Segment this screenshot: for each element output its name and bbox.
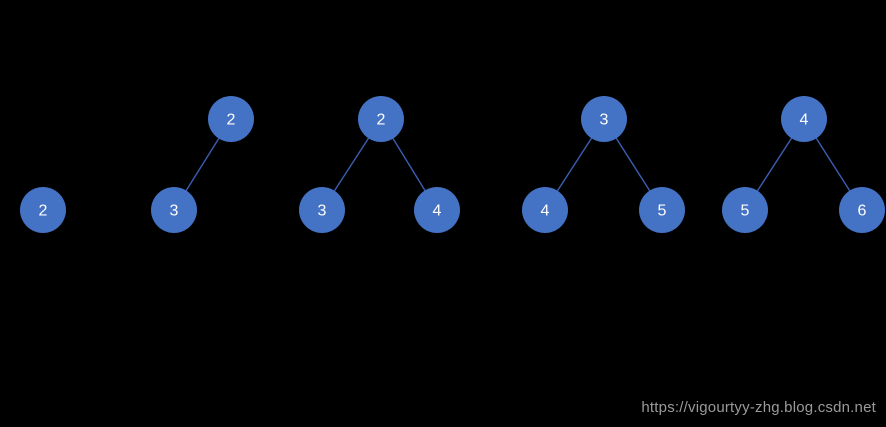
node-circle[interactable] <box>522 187 568 233</box>
node-circle[interactable] <box>20 187 66 233</box>
node-label: 6 <box>858 203 867 220</box>
node-label: 4 <box>433 203 442 220</box>
node-circle[interactable] <box>208 96 254 142</box>
tree-4-nodes: 3 4 5 <box>522 96 685 233</box>
tree-1-nodes: 2 <box>20 187 66 233</box>
node-label: 5 <box>741 203 750 220</box>
tree-3-nodes: 2 3 4 <box>299 96 460 233</box>
tree-node[interactable]: 3 <box>581 96 627 142</box>
node-circle[interactable] <box>151 187 197 233</box>
node-label: 2 <box>39 203 48 220</box>
tree-node[interactable]: 5 <box>722 187 768 233</box>
node-circle[interactable] <box>722 187 768 233</box>
node-label: 5 <box>658 203 667 220</box>
node-label: 3 <box>600 112 609 129</box>
node-label: 3 <box>318 203 327 220</box>
node-circle[interactable] <box>358 96 404 142</box>
node-circle[interactable] <box>839 187 885 233</box>
tree-node[interactable]: 4 <box>522 187 568 233</box>
tree-node[interactable]: 2 <box>20 187 66 233</box>
tree-node[interactable]: 5 <box>639 187 685 233</box>
tree-node[interactable]: 4 <box>781 96 827 142</box>
node-circle[interactable] <box>639 187 685 233</box>
tree-node[interactable]: 6 <box>839 187 885 233</box>
tree-node[interactable]: 2 <box>208 96 254 142</box>
node-circle[interactable] <box>299 187 345 233</box>
node-circle[interactable] <box>414 187 460 233</box>
node-label: 2 <box>377 112 386 129</box>
node-label: 2 <box>227 112 236 129</box>
node-circle[interactable] <box>781 96 827 142</box>
node-label: 3 <box>170 203 179 220</box>
tree-5-nodes: 4 5 6 <box>722 96 885 233</box>
tree-node[interactable]: 4 <box>414 187 460 233</box>
watermark-text: https://vigourtyy-zhg.blog.csdn.net <box>641 399 876 416</box>
tree-node[interactable]: 3 <box>151 187 197 233</box>
tree-node[interactable]: 2 <box>358 96 404 142</box>
node-circle[interactable] <box>581 96 627 142</box>
tree-2-nodes: 23 <box>151 96 254 233</box>
tree-node[interactable]: 3 <box>299 187 345 233</box>
node-label: 4 <box>541 203 550 220</box>
node-label: 4 <box>800 112 809 129</box>
